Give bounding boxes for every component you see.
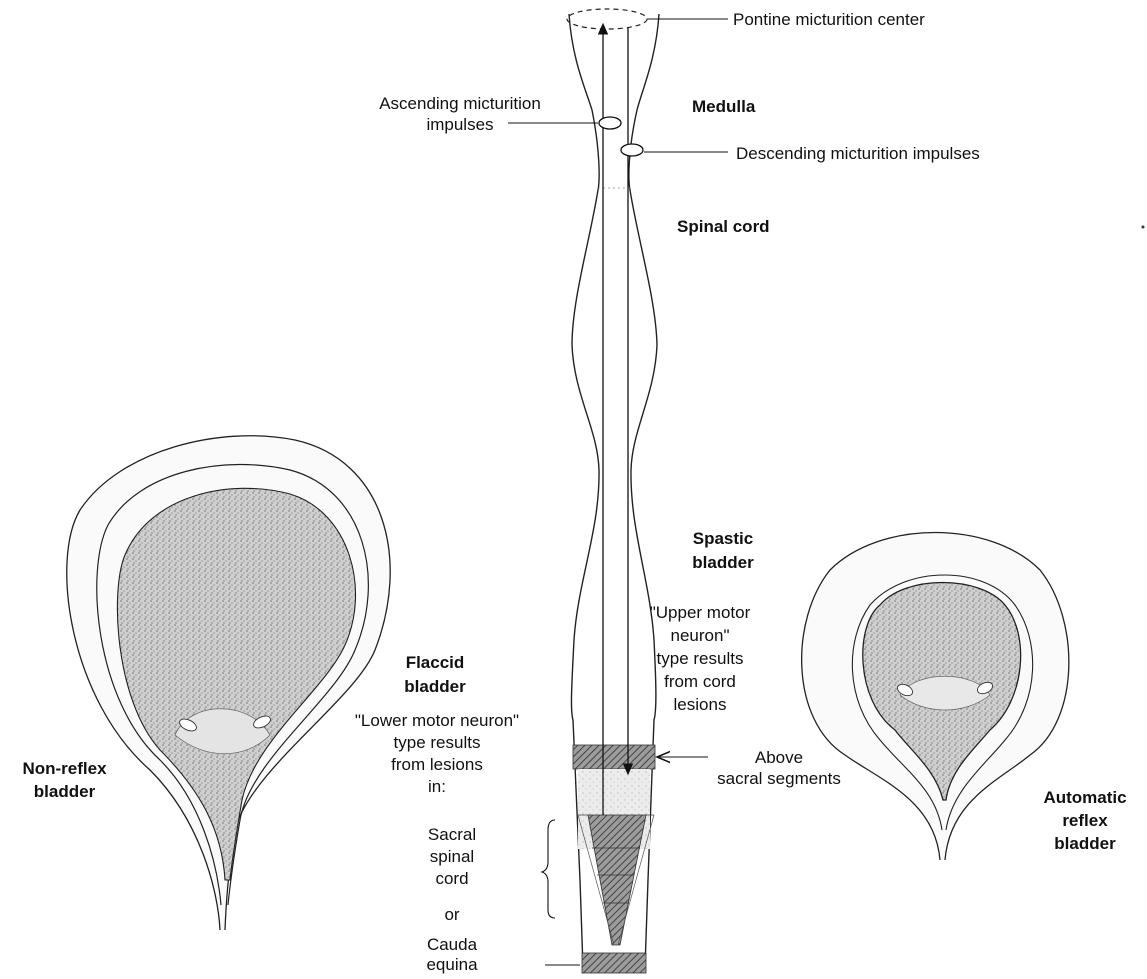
non-reflex-bladder-label: Non-reflex bladder — [2, 757, 127, 803]
ascending-line-2: impulses — [350, 114, 570, 135]
cauda-line-2: equina — [407, 955, 497, 975]
upper-motor-line-4: from cord — [640, 670, 760, 693]
upper-motor-line-2: neuron" — [640, 624, 760, 647]
or-label: or — [407, 904, 497, 925]
spinal-cord-label: Spinal cord — [677, 216, 770, 237]
above-sacral-line-2: sacral segments — [704, 768, 854, 789]
automatic-line-2: reflex — [1025, 809, 1145, 832]
sacral-line-1: Sacral — [407, 824, 497, 846]
sacral-brace — [542, 820, 555, 918]
lower-motor-line-4: in: — [332, 776, 542, 798]
upper-motor-neuron-label: "Upper motor neuron" type results from c… — [640, 601, 760, 716]
above-sacral-line-1: Above — [704, 747, 854, 768]
cauda-line-1: Cauda — [407, 935, 497, 955]
ascending-micturition-impulses-label: Ascending micturition impulses — [350, 93, 570, 135]
flaccid-bladder-label: Flaccid bladder — [380, 651, 490, 699]
sacral-spinal-cord-label: Sacral spinal cord — [407, 824, 497, 890]
non-reflex-bladder-illustration — [67, 436, 390, 930]
above-sacral-segments-label: Above sacral segments — [704, 747, 854, 789]
descending-micturition-impulses-label: Descending micturition impulses — [736, 143, 980, 164]
sacral-line-3: cord — [407, 868, 497, 890]
non-reflex-line-2: bladder — [2, 780, 127, 803]
automatic-reflex-bladder-label: Automatic reflex bladder — [1025, 786, 1145, 855]
automatic-line-3: bladder — [1025, 832, 1145, 855]
flaccid-line-1: Flaccid — [380, 651, 490, 675]
spastic-bladder-label: Spastic bladder — [668, 527, 778, 575]
lower-motor-line-3: from lesions — [332, 754, 542, 776]
ascending-line-1: Ascending micturition — [350, 93, 570, 114]
descending-impulse-marker — [621, 144, 643, 156]
upper-motor-line-3: type results — [640, 647, 760, 670]
above-sacral-band — [573, 745, 655, 769]
flaccid-line-2: bladder — [380, 675, 490, 699]
spastic-line-2: bladder — [668, 551, 778, 575]
upper-motor-line-1: "Upper motor — [640, 601, 760, 624]
lower-motor-line-1: "Lower motor neuron" — [332, 710, 542, 732]
lower-motor-neuron-label: "Lower motor neuron" type results from l… — [332, 710, 542, 798]
cauda-equina-label: Cauda equina — [407, 935, 497, 975]
lower-motor-line-2: type results — [332, 732, 542, 754]
automatic-line-1: Automatic — [1025, 786, 1145, 809]
pontine-micturition-center-label: Pontine micturition center — [733, 9, 925, 30]
cauda-equina-band — [582, 953, 646, 973]
medulla-label: Medulla — [692, 96, 755, 117]
sacral-cone — [588, 815, 646, 945]
spastic-line-1: Spastic — [668, 527, 778, 551]
non-reflex-line-1: Non-reflex — [2, 757, 127, 780]
upper-motor-line-5: lesions — [640, 693, 760, 716]
pontine-center-marker — [567, 9, 647, 29]
sacral-line-2: spinal — [407, 846, 497, 868]
ascending-impulse-marker — [599, 117, 621, 129]
